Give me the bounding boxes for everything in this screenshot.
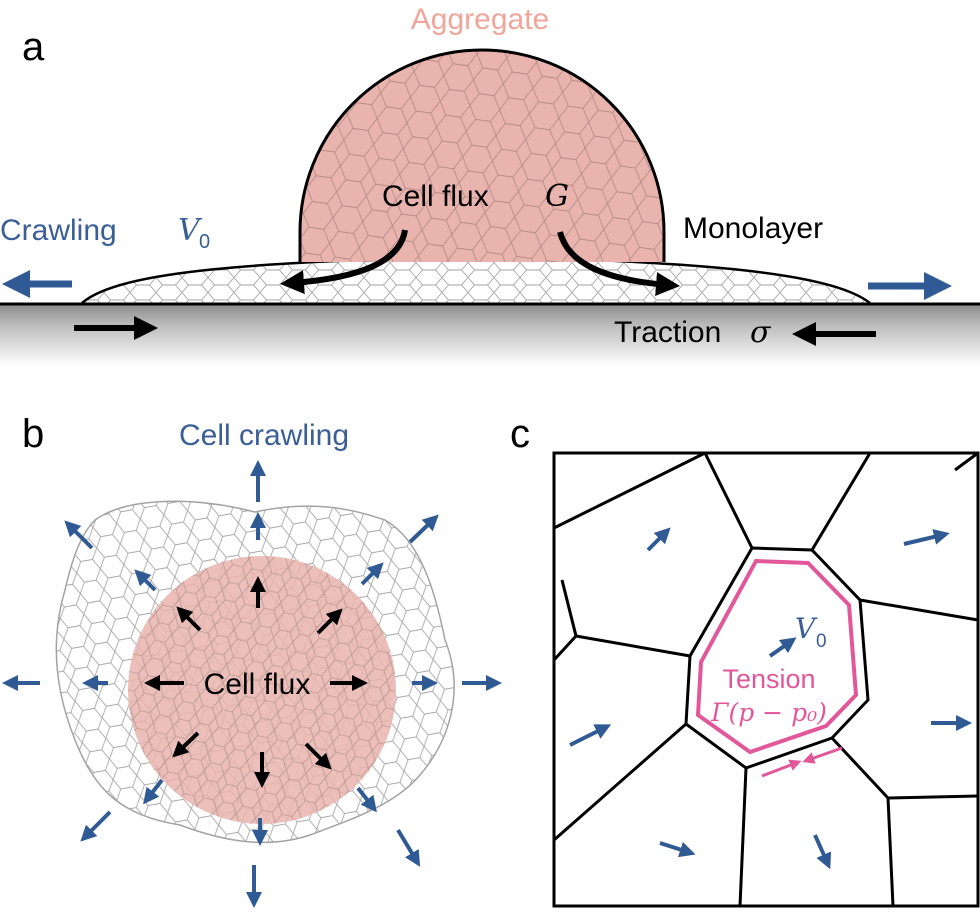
tension-arrows	[761, 746, 843, 778]
velocity-symbol: V	[795, 612, 818, 645]
vel-arrow-5	[659, 841, 696, 858]
panel-b-letter: b	[22, 412, 44, 456]
panel-c: c V	[510, 412, 980, 908]
velocity-label-c: V 0	[795, 612, 827, 652]
cell-edges	[552, 451, 979, 907]
crawl-arrow-14	[143, 778, 164, 805]
flux-arrow-nw	[176, 606, 202, 632]
cell-flux-label-a: Cell flux	[382, 180, 489, 213]
crawl-arrow-3	[64, 520, 94, 550]
panel-c-frame	[552, 451, 980, 908]
flux-arrow-ne	[316, 608, 343, 635]
panel-a: a Aggregate Cell flux G Crawling V 0	[0, 3, 980, 366]
vel-arrow-center	[768, 637, 797, 658]
vel-arrow-2	[903, 529, 950, 546]
crawling-symbol: V	[178, 213, 203, 248]
tension-arrow-out	[802, 746, 843, 764]
flux-arrow-sw	[172, 731, 200, 758]
velocity-arrows-c	[569, 527, 972, 870]
flux-arrow-left	[280, 229, 408, 295]
tension-formula: Γ(p − p₀)	[710, 698, 827, 727]
flux-arrow-se	[304, 742, 332, 770]
crawl-arrow-7	[396, 828, 421, 867]
monolayer-label: Monolayer	[683, 212, 823, 245]
crawl-arrow-6	[80, 810, 112, 842]
velocity-subscript: 0	[816, 631, 827, 652]
crawl-arrow-11	[134, 569, 157, 592]
panel-a-letter: a	[22, 25, 45, 69]
crawl-arrow-10	[360, 562, 384, 586]
cell-crawling-label: Cell crawling	[179, 419, 349, 452]
crawling-subscript: 0	[199, 231, 210, 253]
vel-arrow-6	[813, 834, 832, 870]
crawl-arrow-15	[356, 786, 377, 813]
panel-b: b Cell crawling Cell flux	[2, 412, 502, 908]
traction-symbol: σ	[750, 315, 772, 350]
traction-label: Traction	[614, 316, 721, 349]
crawling-text: Crawling	[0, 214, 117, 247]
flux-arrow-right	[557, 231, 680, 296]
aggregate-dome	[298, 48, 666, 262]
vel-arrow-1	[646, 527, 671, 552]
panel-c-letter: c	[510, 412, 530, 456]
tension-arrow-in	[761, 759, 802, 778]
vel-arrow-3	[569, 724, 612, 747]
aggregate-label: Aggregate	[411, 3, 549, 36]
tension-outline	[695, 558, 859, 755]
crawl-arrow-2	[408, 514, 439, 544]
cell-flux-symbol: G	[545, 179, 569, 214]
tension-label: Tension	[722, 664, 815, 694]
flux-arrows-b	[144, 576, 368, 788]
crawling-label: Crawling V 0	[0, 213, 210, 253]
crawling-arrows-b	[2, 460, 502, 908]
cell-flux-label-b: Cell flux	[204, 668, 311, 701]
